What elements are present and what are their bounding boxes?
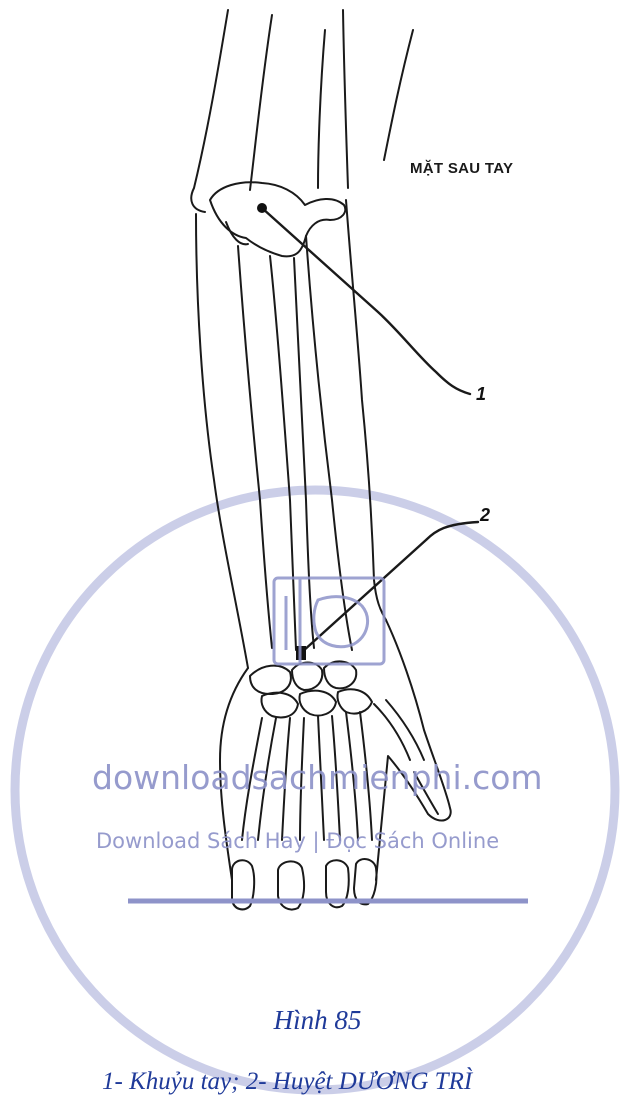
forearm-outline-right [346,200,386,620]
humerus-left [250,15,272,190]
finger-4 [354,859,377,904]
figure-caption: 1- Khuỷu tay; 2- Huyệt DƯƠNG TRÌ [102,1068,472,1096]
watermark-book-icon [274,578,384,664]
humerus-right [318,30,325,188]
marker-2: 2 [480,505,490,526]
ulna-outer [238,246,272,648]
marker-1: 1 [476,384,486,405]
upper-arm-outline-right [343,10,348,188]
thumb-bone-1 [374,704,410,760]
figure-title: Hình 85 [0,1005,635,1036]
radius-inner [294,258,314,648]
carpal-4 [261,693,298,718]
elbow-condyle [210,182,345,256]
carpal-6 [337,689,372,713]
carpal-2 [292,663,322,691]
pointer-line-2 [302,522,478,652]
radius-outer [306,236,352,650]
olecranon [226,222,248,244]
carpal-5 [299,691,336,716]
pointer-line-1 [262,208,470,394]
carpal-1 [250,666,291,694]
view-label: MẶT SAU TAY [410,160,513,177]
point-1-elbow [257,203,267,213]
outline-top-right [384,30,413,160]
watermark-tagline: Download Sách Hay | Đọc Sách Online [96,829,499,853]
upper-arm-outline-left [191,10,228,212]
watermark-site-name: downloadsachmienphi.com [92,758,543,797]
